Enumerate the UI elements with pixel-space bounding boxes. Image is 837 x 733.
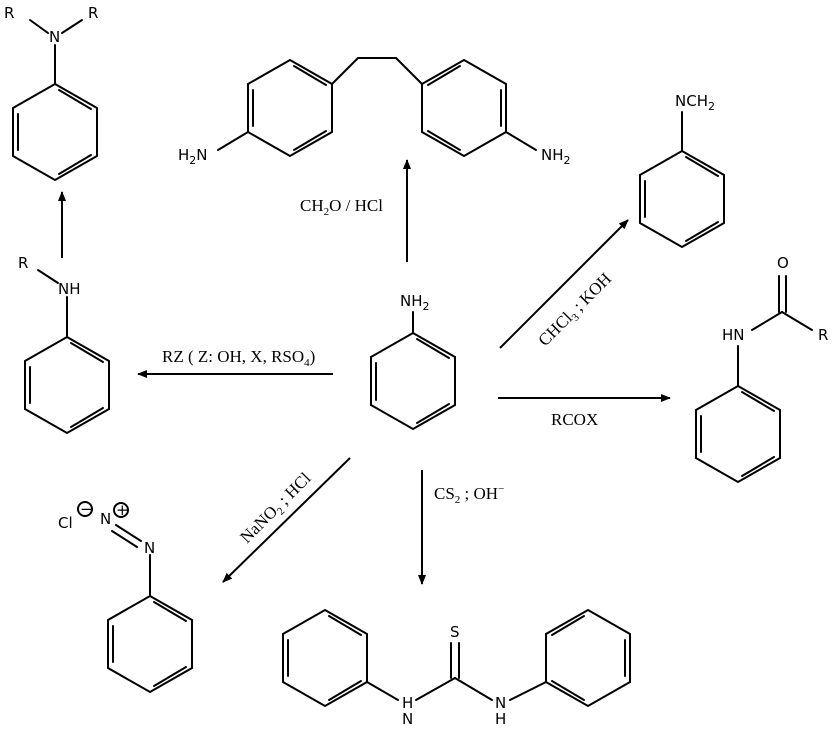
- isocyanide-label: NCH2: [675, 92, 715, 113]
- right-amine-label: NH2: [541, 146, 571, 167]
- center-amine-label: NH2: [400, 292, 430, 313]
- isocyanide-product: NCH2: [639, 92, 725, 249]
- diazonium-plus: +: [116, 501, 129, 519]
- diazonium-minus: −: [80, 500, 93, 518]
- amide-r: R: [818, 326, 828, 344]
- diazonium-n1: N: [100, 510, 111, 528]
- reagent-ch2o-hcl: CH2O / HCl: [300, 196, 383, 218]
- amide-hn: HN: [722, 326, 745, 344]
- left-amine-label: H2N: [178, 146, 208, 167]
- diazonium-n2: N: [144, 539, 155, 557]
- plus-charge-icon: [113, 502, 129, 518]
- amide-o: O: [777, 254, 789, 272]
- reagent-chcl3-koh: CHCl3 ; KOH: [534, 269, 617, 352]
- secondary-amine: R NH: [18, 254, 110, 435]
- reagent-nano2-hcl: NaNO2 ; HCl: [236, 469, 316, 549]
- aniline-center: NH2: [370, 292, 456, 431]
- tertiary-amine: R R N: [4, 4, 98, 182]
- diazonium-product: Cl − N + N: [58, 500, 193, 694]
- amide-product: O R HN: [695, 254, 828, 484]
- arrow-downleft-nano2: [222, 457, 351, 583]
- tertiary-r1: R: [4, 4, 14, 22]
- minus-charge-icon: [77, 501, 93, 517]
- diazonium-cl: Cl: [58, 514, 73, 532]
- arrow-upright-chcl3: [499, 219, 629, 349]
- tertiary-n: N: [49, 28, 60, 46]
- thiourea-n1: N: [402, 710, 413, 728]
- thiourea-h2: H: [495, 710, 506, 728]
- thiourea-h1: H: [402, 694, 413, 712]
- secondary-nh: NH: [58, 280, 81, 298]
- reagent-rz: RZ ( Z: OH, X, RSO4): [162, 347, 315, 369]
- reagent-cs2-oh: CS2 ; OH−: [434, 483, 504, 506]
- methylene-dianiline: H2N NH2: [178, 57, 571, 167]
- thiourea-product: S H N N H: [282, 608, 631, 728]
- thiourea-s: S: [450, 623, 460, 641]
- secondary-r: R: [18, 254, 28, 272]
- tertiary-r2: R: [88, 4, 98, 22]
- reagent-rcox: RCOX: [551, 410, 598, 429]
- thiourea-n2: N: [495, 694, 506, 712]
